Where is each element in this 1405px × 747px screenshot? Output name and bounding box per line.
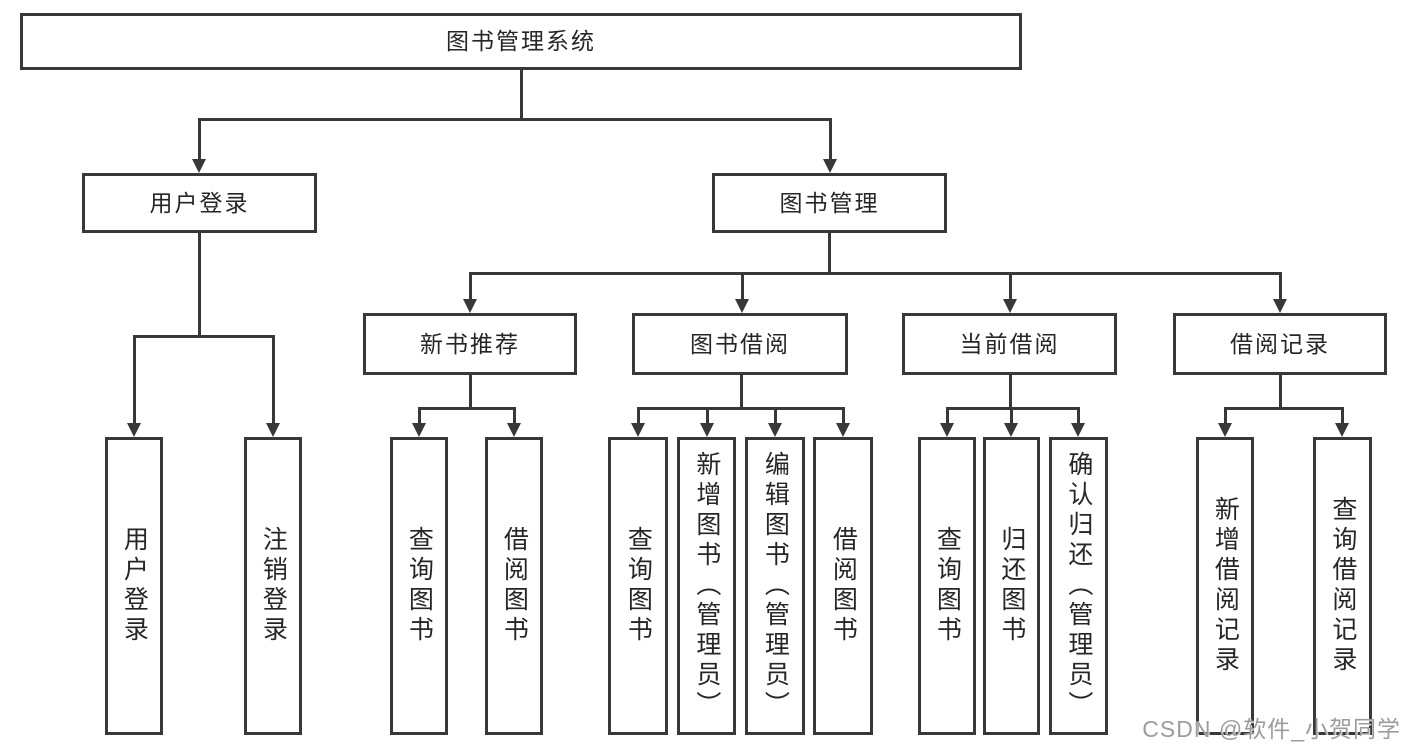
arrow-down-icon xyxy=(1003,275,1017,313)
node-label: 当前借阅 xyxy=(959,330,1060,357)
connector-line xyxy=(946,407,1080,410)
node-label: 图书借阅 xyxy=(690,330,790,357)
arrow-down-icon xyxy=(507,410,521,437)
connector-line xyxy=(1224,407,1344,410)
leaf-query-book-current: 查询图书 xyxy=(918,437,976,735)
connector-line xyxy=(637,407,845,410)
arrow-down-icon xyxy=(768,410,782,437)
connector-line xyxy=(1279,375,1282,409)
node-label: 借阅记录 xyxy=(1230,330,1330,357)
leaf-confirm-return-admin: 确认归还（管理员） xyxy=(1049,437,1108,735)
arrow-down-icon xyxy=(700,410,714,437)
leaf-logout: 注销登录 xyxy=(244,437,302,735)
node-book-management: 图书管理 xyxy=(712,173,947,233)
arrow-down-icon xyxy=(266,338,280,437)
connector-line xyxy=(418,407,516,410)
connector-line xyxy=(133,335,275,338)
leaf-return-book: 归还图书 xyxy=(983,437,1040,735)
leaf-label: 查询借阅记录 xyxy=(1328,496,1357,676)
arrow-down-icon xyxy=(940,410,954,437)
leaf-label: 编辑图书（管理员） xyxy=(761,451,790,721)
node-new-book-recommend: 新书推荐 xyxy=(363,313,577,375)
leaf-add-book-admin: 新增图书（管理员） xyxy=(677,437,736,735)
arrow-down-icon xyxy=(463,275,477,313)
leaf-query-borrow-record: 查询借阅记录 xyxy=(1313,437,1372,735)
node-borrow-records: 借阅记录 xyxy=(1173,313,1387,375)
arrow-down-icon xyxy=(127,338,141,437)
arrow-down-icon xyxy=(1335,410,1349,437)
connector-line xyxy=(740,375,743,409)
leaf-label: 借阅图书 xyxy=(829,526,858,646)
leaf-label: 确认归还（管理员） xyxy=(1064,451,1093,721)
node-label: 用户登录 xyxy=(149,189,250,216)
leaf-label: 查询图书 xyxy=(405,526,434,646)
arrow-down-icon xyxy=(735,275,749,313)
leaf-query-book-borrow: 查询图书 xyxy=(608,437,668,735)
leaf-label: 查询图书 xyxy=(624,526,653,646)
arrow-down-icon xyxy=(823,121,837,173)
leaf-add-borrow-record: 新增借阅记录 xyxy=(1196,437,1254,735)
node-root: 图书管理系统 xyxy=(20,13,1022,70)
arrow-down-icon xyxy=(412,410,426,437)
node-label: 图书管理 xyxy=(779,189,880,216)
leaf-borrow-book-recommend: 借阅图书 xyxy=(485,437,543,735)
leaf-edit-book-admin: 编辑图书（管理员） xyxy=(745,437,805,735)
arrow-down-icon xyxy=(631,410,645,437)
leaf-user-login: 用户登录 xyxy=(105,437,163,735)
arrow-down-icon xyxy=(1004,410,1018,437)
leaf-query-book-recommend: 查询图书 xyxy=(390,437,448,735)
csdn-watermark: CSDN @软件_小贺同学 xyxy=(1142,716,1401,742)
node-root-label: 图书管理系统 xyxy=(446,28,596,54)
connector-line xyxy=(520,70,523,120)
leaf-label: 新增借阅记录 xyxy=(1211,496,1240,676)
node-label: 新书推荐 xyxy=(420,330,520,357)
arrow-down-icon xyxy=(1273,275,1287,313)
arrow-down-icon xyxy=(1218,410,1232,437)
connector-line xyxy=(828,233,831,274)
connector-line xyxy=(198,118,832,121)
connector-line xyxy=(1009,375,1012,409)
node-book-borrow: 图书借阅 xyxy=(632,313,848,375)
leaf-borrow-book: 借阅图书 xyxy=(813,437,873,735)
arrow-down-icon xyxy=(836,410,850,437)
node-user-login: 用户登录 xyxy=(82,173,317,233)
leaf-label: 归还图书 xyxy=(997,526,1026,646)
arrow-down-icon xyxy=(1071,410,1085,437)
connector-line xyxy=(469,375,472,409)
connector-line xyxy=(469,272,1282,275)
node-current-borrow: 当前借阅 xyxy=(902,313,1117,375)
leaf-label: 借阅图书 xyxy=(500,526,529,646)
arrow-down-icon xyxy=(192,121,206,173)
leaf-label: 注销登录 xyxy=(259,526,288,646)
leaf-label: 查询图书 xyxy=(933,526,962,646)
leaf-label: 用户登录 xyxy=(120,526,149,646)
connector-line xyxy=(198,233,201,338)
leaf-label: 新增图书（管理员） xyxy=(692,451,721,721)
